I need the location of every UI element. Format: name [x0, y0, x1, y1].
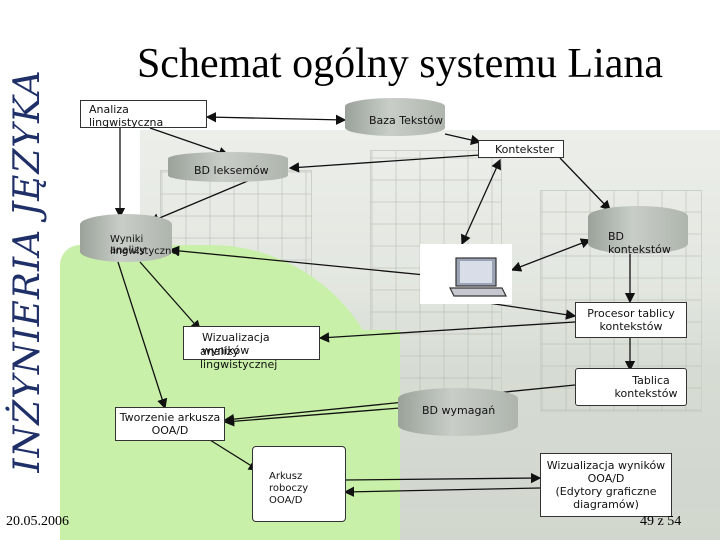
arrow-arkusz-wizualizacja: [344, 472, 542, 484]
node-procesor: Procesor tablicy kontekstów: [575, 302, 687, 338]
page-number: 49 z 54: [640, 514, 682, 529]
arrow-baza-kontekster: [444, 133, 482, 146]
arrow-leksemy-wyniki: [148, 179, 251, 224]
node-arkusz: Arkusz roboczy OOA/D: [252, 446, 346, 522]
arrow-kontekster-laptop: [461, 158, 501, 246]
node-tworzenie: Tworzenie arkusza OOA/D: [115, 407, 225, 441]
arrow-wymagan-tworzenie: [223, 407, 401, 427]
slide-date: 20.05.2006: [6, 514, 69, 529]
arrow-wyniki-tworzenie: [117, 261, 168, 410]
arrow-wyniki-wizualizacja: [139, 261, 201, 331]
arrow-laptop-wyniki: [168, 245, 426, 276]
node-baza-tekstow: Baza Tekstów: [345, 98, 445, 136]
arrow-analiza-leksemy: [149, 127, 230, 157]
arrow-procesor-wizualizacja: [318, 321, 576, 343]
arrow-kontekster-leksemy: [288, 154, 481, 173]
node-bd-leksemow: BD leksemów: [168, 152, 288, 182]
node-bd-kontekstow: BD kontekstów: [588, 206, 688, 256]
node-wizualizacja-ooad: Wizualizacja wyników OOA/D (Edytory graf…: [540, 453, 672, 517]
arrow-bdk-laptop: [510, 238, 592, 272]
arrow-wizualizacja-arkusz: [343, 486, 541, 498]
node-kontekster: Kontekster: [478, 140, 564, 158]
node-tablica: Tablica kontekstów: [575, 368, 687, 406]
laptop-icon: [420, 244, 512, 304]
arrow-kontekster-bdk: [559, 157, 611, 211]
slide-title: Schemat ogólny systemu Liana: [136, 41, 664, 87]
node-bd-wymagan: BD wymagań: [398, 388, 518, 436]
arrow-tworzenie-arkusz: [209, 439, 260, 471]
node-wizualizacja-analizy: Wizualizacja wyników analizy lingwistycz…: [183, 326, 320, 371]
arrow-analiza-baza: [205, 111, 347, 126]
node-analiza: Analiza lingwistyczna: [80, 100, 207, 129]
node-wyniki-analizy: Wyniki analizy lingwistycznej: [80, 214, 180, 262]
